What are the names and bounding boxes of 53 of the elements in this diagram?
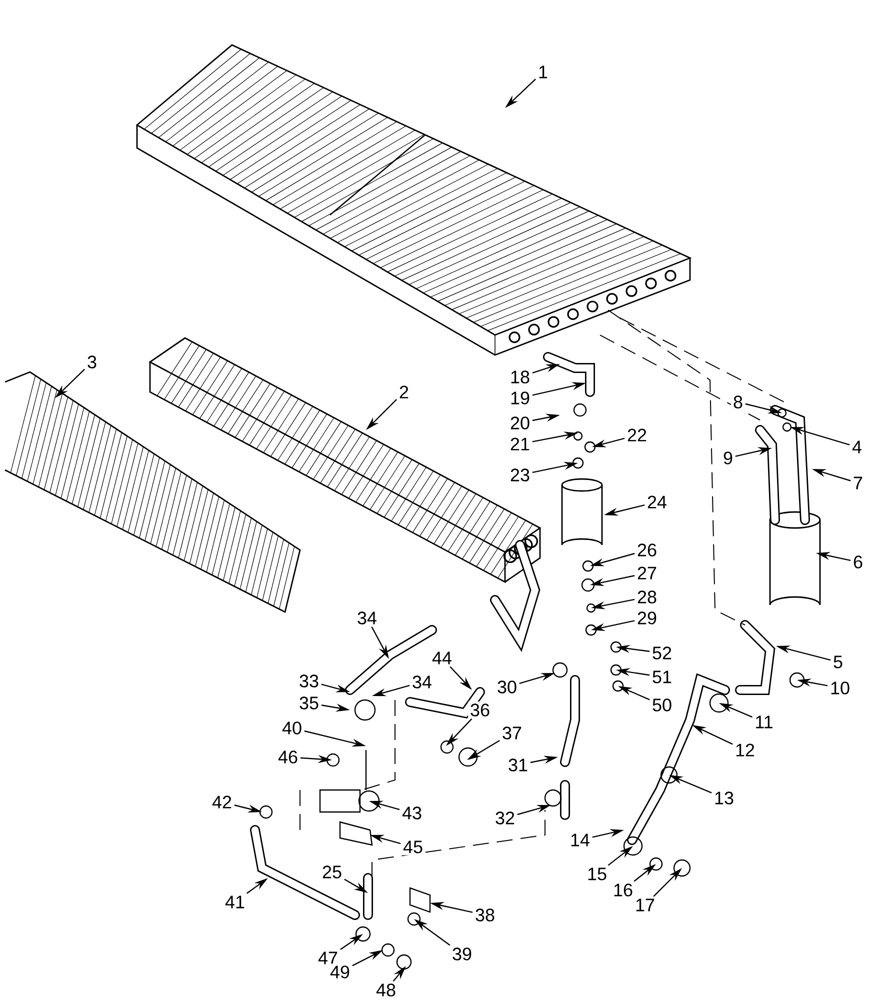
- callout-number: 31: [506, 756, 530, 774]
- callout-number: 37: [500, 724, 524, 742]
- callout-number: 15: [585, 866, 609, 882]
- callout-number: 28: [635, 588, 659, 606]
- callout-number: 10: [828, 680, 852, 696]
- callout-number: 29: [635, 610, 659, 626]
- callout-number: 21: [508, 436, 532, 452]
- callout-number: 5: [831, 654, 845, 670]
- callout-number: 3: [85, 354, 99, 370]
- callout-number: 4: [850, 438, 864, 456]
- callout-number: 48: [374, 982, 398, 998]
- callout-number: 52: [650, 644, 674, 662]
- callout-number: 32: [493, 810, 517, 826]
- callout-number: 35: [297, 694, 321, 712]
- callout-number: 49: [328, 964, 352, 980]
- callout-number: 50: [650, 696, 674, 714]
- callout-number: 51: [650, 668, 674, 686]
- callout-number: 27: [635, 564, 659, 582]
- callout-number: 6: [851, 554, 865, 570]
- callout-number: 7: [851, 474, 865, 492]
- callout-number: 46: [276, 748, 300, 766]
- callout-number: 1: [536, 64, 550, 80]
- callout-number: 24: [645, 494, 670, 510]
- callout-number: 9: [721, 450, 735, 466]
- callout-number: 16: [610, 882, 636, 898]
- callout-number: 22: [625, 426, 649, 444]
- callout-number: 8: [731, 394, 745, 410]
- callout-number: 34: [354, 610, 380, 626]
- callout-number: 38: [473, 906, 498, 924]
- callout-number: 25: [320, 864, 344, 880]
- callout-number: 43: [400, 804, 424, 822]
- callout-number: 13: [712, 790, 736, 806]
- callout-number: 41: [222, 894, 248, 910]
- callout-number: 39: [450, 946, 474, 962]
- callout-number: 11: [752, 714, 776, 730]
- callout-number: 12: [733, 742, 758, 758]
- callout-number: 36: [468, 702, 492, 718]
- callout-number: 18: [508, 368, 532, 386]
- callout-number: 47: [316, 950, 340, 966]
- callout-number: 26: [635, 542, 659, 558]
- callout-number: 33: [297, 672, 321, 690]
- callout-number: 19: [508, 390, 532, 406]
- callout-number: 23: [508, 466, 532, 484]
- callout-number: 30: [495, 678, 519, 696]
- callout-number: 42: [210, 794, 234, 810]
- callout-number: 45: [401, 838, 426, 856]
- callout-number: 40: [280, 720, 304, 736]
- callout-number: 34: [410, 674, 434, 690]
- callout-number: 44: [430, 650, 454, 666]
- callout-number: 2: [397, 384, 411, 400]
- callout-number: 14: [568, 832, 592, 848]
- callout-number: 20: [508, 414, 532, 432]
- callout-number: 17: [633, 896, 657, 914]
